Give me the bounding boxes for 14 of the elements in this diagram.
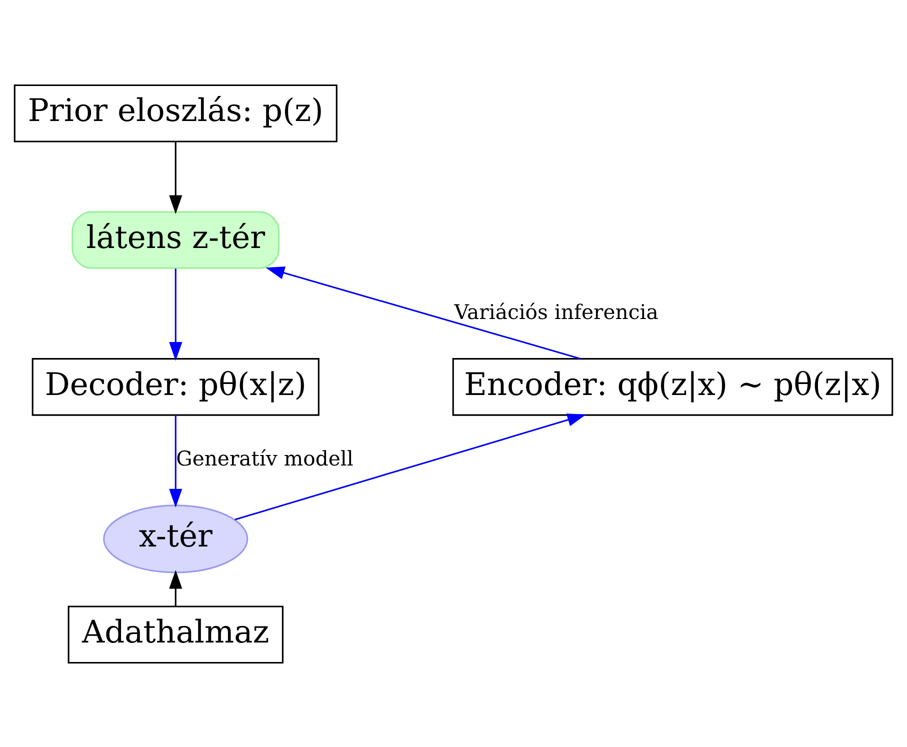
node-box: Adathalmaz [68,605,284,664]
edge-label: Variációs inferencia [454,299,658,324]
arrow [266,266,581,359]
arrow [169,268,182,360]
node-box: Prior eloszlás: p(z) [14,84,338,142]
node-box: Decoder: pθ(x|z) [32,358,320,416]
node-box: látens z-tér [72,210,280,268]
node-ellipse: x-tér [103,504,248,573]
arrow [169,141,182,214]
node-box: Encoder: qϕ(z|x) ∼ pθ(z|x) [452,358,894,416]
arrow [169,414,182,508]
arrow [169,569,182,606]
edge-label: Generatív modell [176,446,354,470]
arrow [234,413,586,520]
